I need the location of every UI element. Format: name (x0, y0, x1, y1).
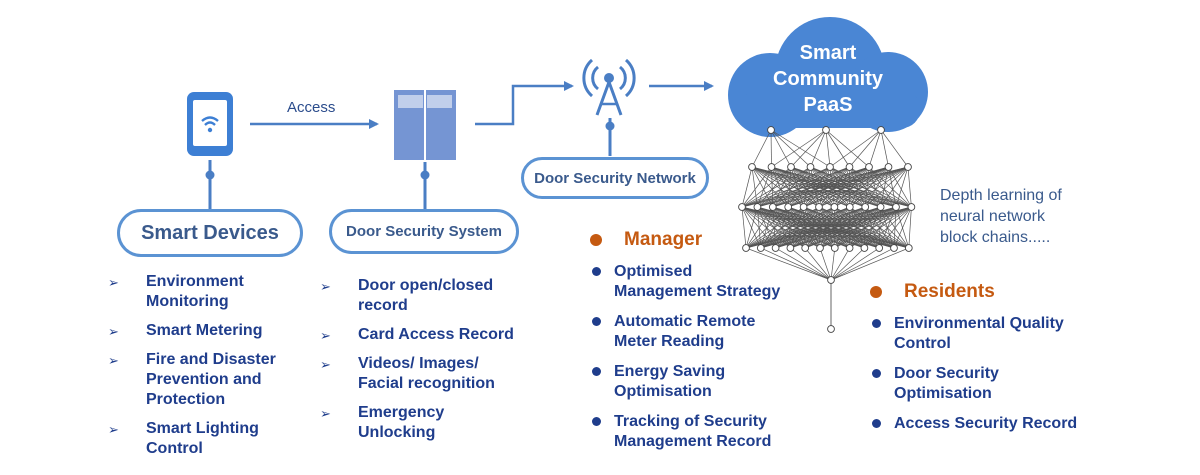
arrow-bullet-icon: ➢ (320, 328, 331, 343)
depth-text-line: neural network (940, 208, 1045, 225)
nn-node (768, 203, 777, 211)
cloud-label: Smart Community PaaS (738, 40, 918, 118)
nn-node (830, 244, 839, 252)
door-icon (394, 90, 456, 160)
nn-node (784, 203, 793, 211)
nn-node (748, 163, 756, 171)
arrow-bullet-icon: ➢ (108, 353, 119, 368)
nn-node (787, 163, 795, 171)
nn-node (753, 203, 762, 211)
neural-network-icon (738, 126, 916, 333)
nn-node (904, 244, 913, 252)
nn-node (771, 244, 780, 252)
nn-node (877, 126, 885, 134)
arrow-bullet-icon: ➢ (320, 279, 331, 294)
nn-node (827, 276, 835, 284)
dot-bullet-icon (592, 267, 601, 276)
nn-node (786, 244, 795, 252)
list-item: ➢Smart Metering (108, 321, 276, 341)
cloud-label-line: Smart (799, 42, 857, 64)
nn-node (827, 325, 835, 333)
nn-node (830, 203, 839, 211)
depth-text-line: Depth learning of (940, 187, 1062, 204)
nn-node (806, 163, 815, 171)
smart-devices-pill: Smart Devices (117, 209, 303, 257)
dot-bullet-icon (592, 417, 601, 426)
list-item: Access Security Record (870, 414, 1077, 434)
cloud-label-line: Community (773, 68, 883, 90)
nn-node (826, 163, 834, 171)
nn-node (904, 163, 912, 171)
nn-node (767, 126, 775, 134)
arrow-bullet-icon: ➢ (108, 422, 119, 437)
nn-node (756, 244, 765, 252)
nn-node (767, 163, 776, 171)
access-label: Access (287, 99, 336, 116)
cloud-label-line: PaaS (803, 94, 853, 116)
arrow-bullet-icon: ➢ (108, 324, 119, 339)
arrow-bullet-icon: ➢ (108, 275, 119, 290)
nn-node (876, 203, 885, 211)
nn-node (845, 244, 854, 252)
nn-node (738, 203, 746, 211)
nn-node (875, 244, 884, 252)
nn-node (907, 203, 916, 211)
nn-node (822, 126, 830, 134)
nn-node (801, 244, 810, 252)
depth-text-line: block chains..... (940, 229, 1051, 246)
residents-title: Residents (870, 281, 995, 303)
arrow-bullet-icon: ➢ (320, 357, 331, 372)
nn-node (892, 203, 900, 211)
nn-node (845, 163, 854, 171)
flow-connectors (205, 81, 714, 210)
nn-node (816, 244, 824, 252)
nn-node (799, 203, 808, 211)
arrow-bullet-icon: ➢ (320, 406, 331, 421)
nn-node (860, 244, 869, 252)
nn-node (865, 163, 873, 171)
list-item: ➢Videos/ Images/Facial recognition (320, 355, 495, 392)
orange-dot-icon (870, 286, 882, 298)
door-security-network-pill: Door Security Network (521, 157, 709, 199)
antenna-tower-icon (582, 58, 636, 116)
manager-title: Manager (590, 229, 702, 251)
dot-bullet-icon (872, 419, 881, 428)
nn-node (815, 203, 823, 211)
cloud-icon (728, 17, 928, 137)
nn-node (890, 244, 898, 252)
nn-node (845, 203, 854, 211)
smartphone-wifi-icon (187, 92, 233, 156)
nn-node (861, 203, 870, 211)
dot-bullet-icon (592, 317, 601, 326)
orange-dot-icon (590, 234, 602, 246)
nn-node (742, 244, 750, 252)
dot-bullet-icon (872, 369, 881, 378)
dot-bullet-icon (872, 319, 881, 328)
depth-learning-text: Depth learning of neural network block c… (940, 185, 1100, 248)
nn-node (884, 163, 893, 171)
list-item: ➢Card Access Record (320, 325, 514, 345)
dot-bullet-icon (592, 367, 601, 376)
door-security-system-pill: Door Security System (329, 209, 519, 254)
